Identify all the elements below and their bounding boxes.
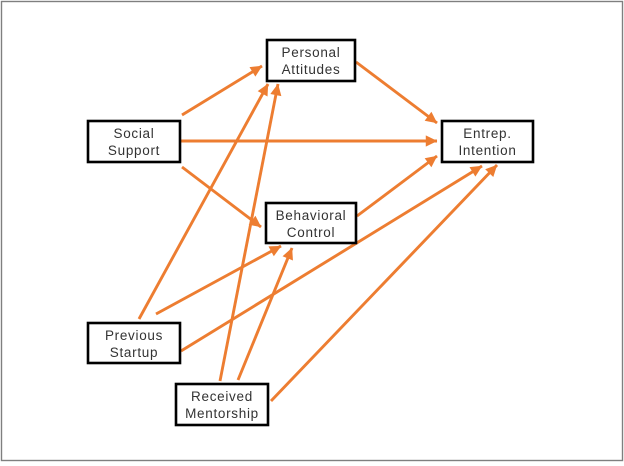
node-label-previous-startup-line2: Startup xyxy=(110,345,158,360)
node-box-personal-attitudes xyxy=(265,38,357,83)
arrows-layer xyxy=(137,60,499,403)
node-label-entrep-intention-line2: Intention xyxy=(458,143,516,158)
arrow-previous-startup-to-personal-attitudes xyxy=(137,83,270,320)
node-entrep-intention: Entrep. Intention xyxy=(440,119,535,164)
node-label-behavioral-control-line2: Control xyxy=(287,225,335,240)
node-label-personal-attitudes-line2: Attitudes xyxy=(282,62,341,77)
arrow-received-mentorship-to-personal-attitudes xyxy=(218,83,282,382)
node-label-social-support-line2: Support xyxy=(108,143,160,158)
node-label-previous-startup-line1: Previous xyxy=(105,328,163,343)
arrow-personal-attitudes-to-entrep-intention xyxy=(355,60,438,125)
node-box-social-support xyxy=(86,119,182,164)
arrow-social-support-to-behavioral-control xyxy=(181,165,262,229)
node-box-entrep-intention xyxy=(440,119,535,164)
arrow-social-support-to-personal-attitudes xyxy=(181,64,263,117)
node-box-previous-startup xyxy=(86,321,182,365)
arrow-received-mentorship-to-entrep-intention xyxy=(269,163,499,403)
node-label-entrep-intention-line1: Entrep. xyxy=(463,126,511,141)
node-label-personal-attitudes-line1: Personal xyxy=(282,45,341,60)
node-label-social-support-line1: Social xyxy=(114,126,155,141)
node-label-behavioral-control-line1: Behavioral xyxy=(276,208,347,223)
arrow-previous-startup-to-behavioral-control xyxy=(155,244,282,316)
node-label-received-mentorship-line2: Mentorship xyxy=(185,406,259,421)
node-box-behavioral-control xyxy=(264,201,358,245)
arrow-previous-startup-to-entrep-intention xyxy=(180,164,483,353)
node-box-received-mentorship xyxy=(174,382,270,427)
arrow-behavioral-control-to-entrep-intention xyxy=(356,154,438,218)
arrow-received-mentorship-to-behavioral-control xyxy=(236,247,294,381)
node-label-received-mentorship-line1: Received xyxy=(191,389,253,404)
